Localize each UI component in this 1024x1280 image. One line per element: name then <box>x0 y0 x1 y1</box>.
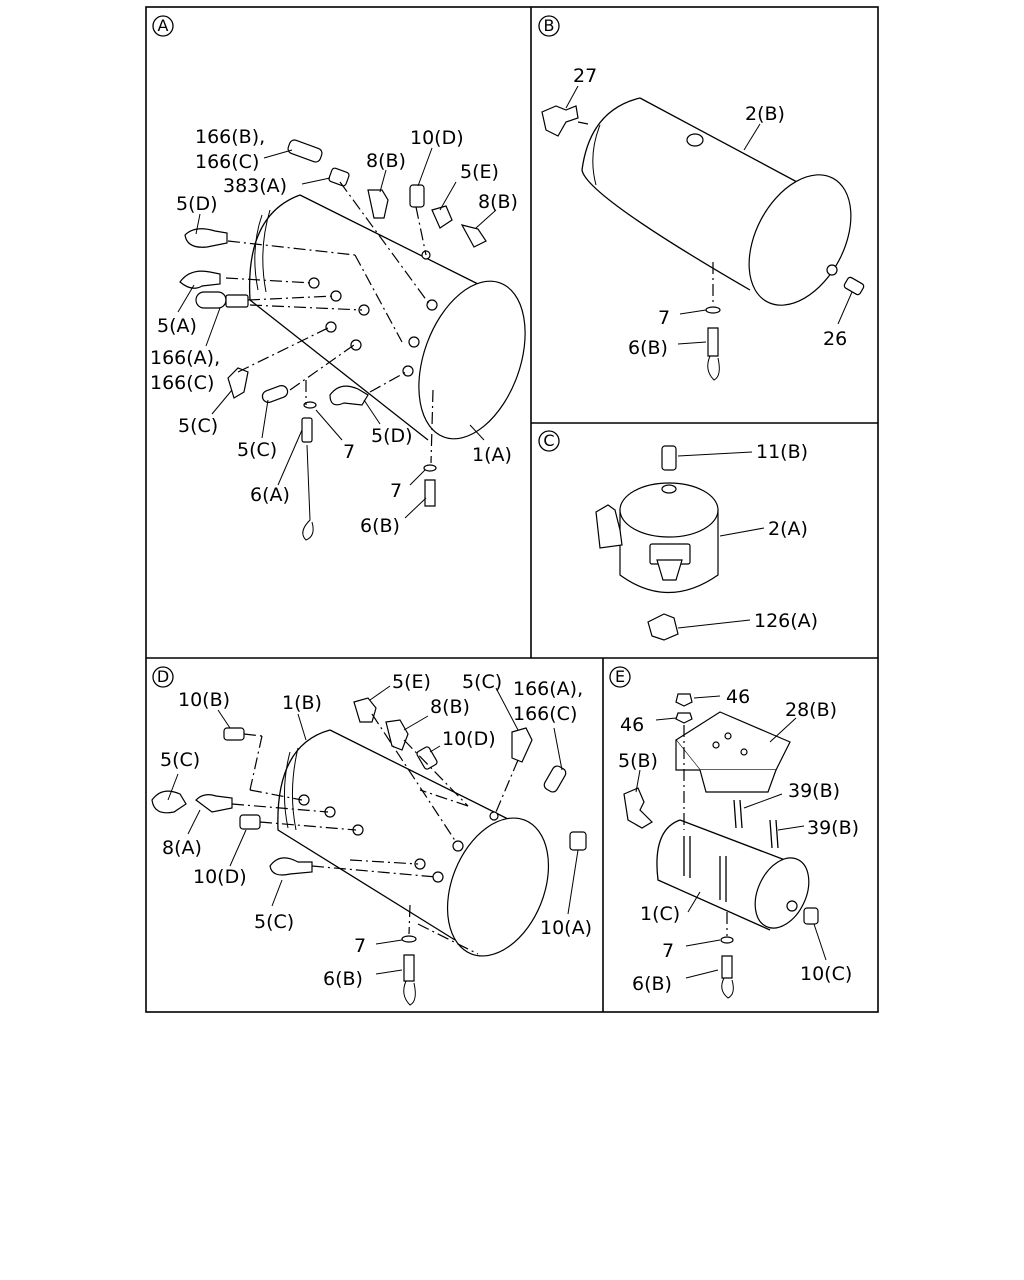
label-8b: 8(B) <box>478 191 518 213</box>
panel-d-badge: D <box>152 666 174 688</box>
label-166b: 166(B), <box>195 126 265 148</box>
panel-frames <box>145 6 879 1013</box>
tank-1b <box>277 729 550 957</box>
label-10d: 10(D) <box>410 127 464 149</box>
panel-d-fittings <box>151 697 587 1006</box>
label-11b: 11(B) <box>756 441 808 463</box>
label-1c: 1(C) <box>640 903 680 925</box>
panel-a-leaders <box>177 147 497 519</box>
label-39b: 39(B) <box>807 817 859 839</box>
panel-d: D <box>151 666 592 1006</box>
svg-text:C: C <box>543 431 554 450</box>
svg-text:D: D <box>157 667 169 686</box>
label-5a: 5(A) <box>157 315 197 337</box>
label-6b: 6(B) <box>628 337 668 359</box>
label-1b: 1(B) <box>282 692 322 714</box>
label-10d: 10(D) <box>193 866 247 888</box>
label-166a: 166(A), <box>513 678 583 700</box>
label-7: 7 <box>662 940 674 962</box>
panel-a-fittings <box>179 139 487 541</box>
label-5d: 5(D) <box>176 193 218 215</box>
label-5c: 5(C) <box>254 911 294 933</box>
label-6b: 6(B) <box>323 968 363 990</box>
panel-a-badge: A <box>152 15 174 37</box>
label-6b: 6(B) <box>632 973 672 995</box>
tank-2a <box>595 482 719 593</box>
label-5c: 5(C) <box>237 439 277 461</box>
label-2b: 2(B) <box>745 103 785 125</box>
label-166a: 166(A), <box>150 347 220 369</box>
label-383a: 383(A) <box>223 175 287 197</box>
panel-e-labels: 46 46 28(B) 5(B) 39(B) 39(B) 1(C) 7 6(B)… <box>618 686 859 995</box>
label-5c: 5(C) <box>178 415 218 437</box>
label-5e: 5(E) <box>392 671 431 693</box>
panel-e-badge: E <box>609 666 631 688</box>
panel-c-leaders <box>677 451 765 629</box>
tank-2b <box>581 97 852 306</box>
panel-b-guides <box>577 121 714 304</box>
bracket-28b <box>675 711 791 793</box>
panel-c-labels: 11(B) 2(A) 126(A) <box>754 441 818 632</box>
svg-text:B: B <box>544 16 555 35</box>
label-5c: 5(C) <box>462 671 502 693</box>
label-1a: 1(A) <box>472 444 512 466</box>
label-10d: 10(D) <box>442 728 496 750</box>
panel-c: C 11(B) 2(A) 126(A) <box>538 430 818 641</box>
label-5c: 5(C) <box>160 749 200 771</box>
panel-a-labels: 166(B), 166(C) 383(A) 10(D) 8(B) 5(E) 8(… <box>150 126 518 537</box>
panel-e-fittings <box>623 693 819 999</box>
label-7: 7 <box>390 480 402 502</box>
label-6a: 6(A) <box>250 484 290 506</box>
label-7: 7 <box>343 441 355 463</box>
label-5b: 5(B) <box>618 750 658 772</box>
label-8b: 8(B) <box>430 696 470 718</box>
panel-d-leaders <box>167 685 579 975</box>
panel-a: A <box>150 15 526 541</box>
panel-e-guides <box>683 725 728 936</box>
tank-1c <box>656 819 810 931</box>
panel-c-fittings <box>647 445 679 641</box>
label-46: 46 <box>726 686 750 708</box>
label-10a: 10(A) <box>540 917 592 939</box>
label-5d: 5(D) <box>371 425 413 447</box>
panel-e: E <box>609 666 859 999</box>
label-39b: 39(B) <box>788 780 840 802</box>
panel-b: B 27 2(B) <box>538 15 865 381</box>
tank-1a <box>248 194 526 441</box>
svg-text:A: A <box>158 16 169 35</box>
label-7: 7 <box>658 307 670 329</box>
panel-b-badge: B <box>538 15 560 37</box>
label-26: 26 <box>823 328 847 350</box>
label-166c: 166(C) <box>513 703 577 725</box>
label-2a: 2(A) <box>768 518 808 540</box>
label-8a: 8(A) <box>162 837 202 859</box>
panel-a-guides <box>225 181 434 464</box>
panel-b-fittings <box>541 105 865 381</box>
label-8b: 8(B) <box>366 150 406 172</box>
label-28b: 28(B) <box>785 699 837 721</box>
label-5e: 5(E) <box>460 161 499 183</box>
label-46: 46 <box>620 714 644 736</box>
panel-b-leaders <box>565 85 853 345</box>
panel-d-labels: 10(B) 1(B) 5(E) 5(C) 166(A), 8(B) 166(C)… <box>160 671 592 990</box>
label-6b: 6(B) <box>360 515 400 537</box>
label-10c: 10(C) <box>800 963 852 985</box>
label-166c: 166(C) <box>150 372 214 394</box>
label-7: 7 <box>354 935 366 957</box>
panel-b-labels: 27 2(B) 7 6(B) 26 <box>573 65 847 359</box>
label-27: 27 <box>573 65 597 87</box>
svg-text:E: E <box>615 667 625 686</box>
label-166c: 166(C) <box>195 151 259 173</box>
label-126a: 126(A) <box>754 610 818 632</box>
panel-c-badge: C <box>538 430 560 452</box>
label-10b: 10(B) <box>178 689 230 711</box>
panel-d-guides <box>231 713 519 955</box>
panel-e-leaders <box>635 695 827 979</box>
